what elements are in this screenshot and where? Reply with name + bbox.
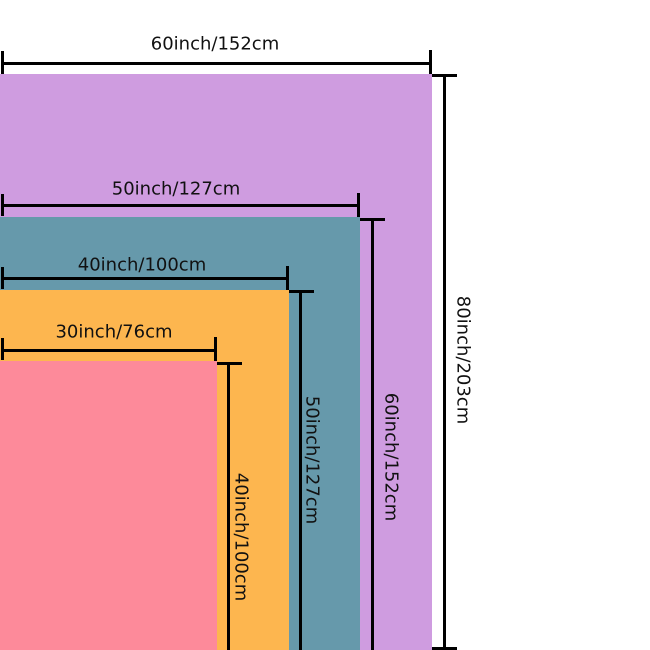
width-line-60	[2, 62, 431, 65]
width-tick-30-left	[1, 338, 4, 360]
height-line-40	[227, 363, 230, 650]
width-tick-30	[214, 337, 217, 361]
width-tick-60-left	[1, 51, 4, 74]
width-label-50: 50inch/127cm	[111, 178, 241, 200]
height-label-80: 80inch/203cm	[452, 295, 474, 425]
blanket-30x40	[0, 361, 217, 650]
width-label-30: 30inch/76cm	[55, 321, 173, 343]
width-tick-50-left	[1, 194, 4, 216]
width-tick-60	[429, 50, 432, 74]
width-tick-40	[286, 266, 289, 290]
width-tick-50	[357, 193, 360, 217]
width-label-40: 40inch/100cm	[77, 254, 207, 276]
height-tick-40	[217, 362, 242, 365]
height-line-50	[299, 291, 302, 650]
width-line-50	[2, 204, 358, 207]
height-line-60	[371, 219, 374, 650]
height-label-60: 60inch/152cm	[380, 392, 402, 522]
height-label-50: 50inch/127cm	[301, 395, 323, 525]
height-tick-80	[432, 74, 457, 77]
width-line-40	[2, 277, 287, 280]
height-tick-80-bottom	[432, 647, 457, 650]
width-line-30	[2, 349, 215, 352]
height-tick-50	[289, 290, 314, 293]
width-tick-40-left	[1, 267, 4, 289]
width-label-60: 60inch/152cm	[150, 33, 280, 55]
height-line-80	[443, 75, 446, 650]
height-label-40: 40inch/100cm	[230, 472, 252, 602]
height-tick-60	[360, 218, 385, 221]
